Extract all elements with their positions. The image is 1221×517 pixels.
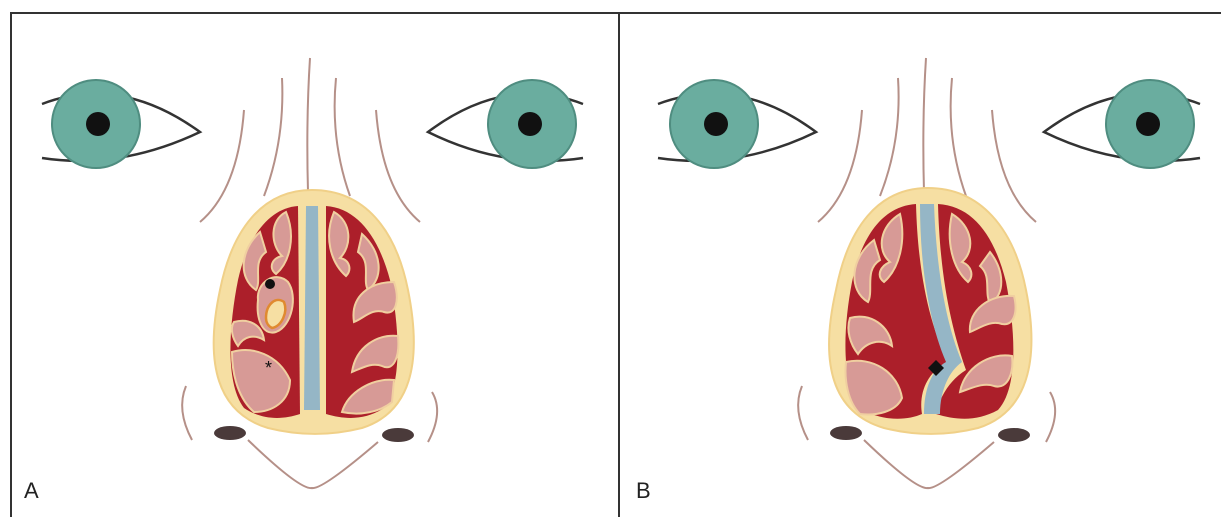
nose-tip-outline — [864, 440, 994, 488]
right-cheek-line — [1046, 392, 1055, 442]
left-cheek-line — [182, 386, 192, 440]
right-eye-icon — [1044, 80, 1200, 168]
left-nostril-icon — [830, 426, 862, 440]
panel-a-label: A — [24, 480, 39, 502]
panel-b-label: B — [636, 480, 651, 502]
right-nostril-icon — [998, 428, 1030, 442]
left-cheek-line — [798, 386, 808, 440]
nasal-septum — [304, 206, 320, 410]
left-nostril-icon — [214, 426, 246, 440]
nose-tip-outline — [248, 440, 378, 488]
left-eye-icon — [658, 80, 816, 168]
panel-a: * — [42, 58, 583, 488]
right-cheek-line — [428, 392, 437, 442]
asterisk-marker: * — [265, 358, 272, 378]
panel-b — [658, 58, 1200, 488]
dot-marker — [265, 279, 275, 289]
left-eye-icon — [42, 80, 200, 168]
right-eye-icon — [428, 80, 583, 168]
right-nostril-icon — [382, 428, 414, 442]
